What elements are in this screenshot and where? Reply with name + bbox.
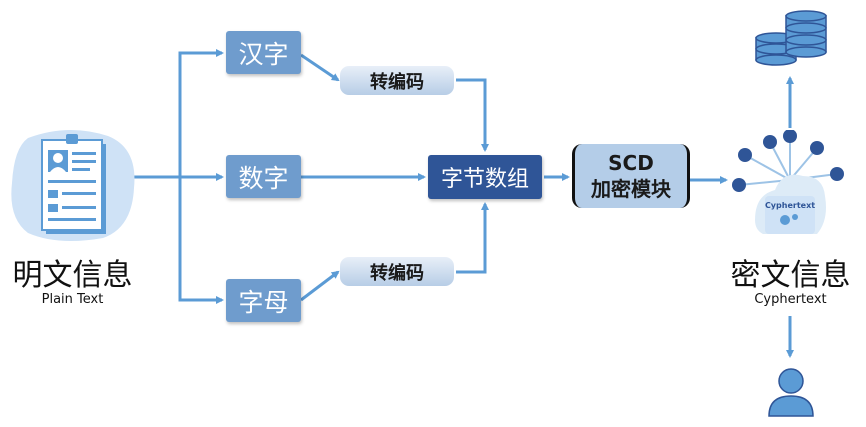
output-subtitle: Cyphertext xyxy=(754,292,827,307)
database-icon xyxy=(755,10,827,66)
source-title: 明文信息 xyxy=(12,258,133,293)
letters-box: 字母 xyxy=(226,279,301,322)
cloud-badge-text: Cyphertext xyxy=(765,201,815,210)
hanzi-box: 汉字 xyxy=(226,31,301,74)
encryption-cloud-icon: Cyphertext xyxy=(732,130,844,234)
scd-encryption-module: SCD 加密模块 xyxy=(572,144,690,208)
scd-line1: SCD xyxy=(608,151,654,175)
arrow-to-hanzi xyxy=(133,49,224,179)
source-subtitle: Plain Text xyxy=(41,292,104,307)
digits-box: 数字 xyxy=(226,155,301,198)
document-icon xyxy=(11,129,135,242)
output-title: 密文信息 xyxy=(730,258,851,293)
arrow-letters-to-encode xyxy=(300,270,340,302)
user-icon xyxy=(768,368,814,417)
arrow-encode-bottom-to-bytes xyxy=(456,202,489,274)
byte-array-box: 字节数组 xyxy=(428,155,542,199)
encode-bottom-pill: 转编码 xyxy=(340,257,454,286)
arrow-hanzi-to-encode xyxy=(300,53,340,82)
arrow-to-letters xyxy=(133,175,224,304)
scd-line2: 加密模块 xyxy=(591,177,671,201)
arrow-encode-top-to-bytes xyxy=(456,78,489,152)
encode-top-pill: 转编码 xyxy=(340,66,454,95)
